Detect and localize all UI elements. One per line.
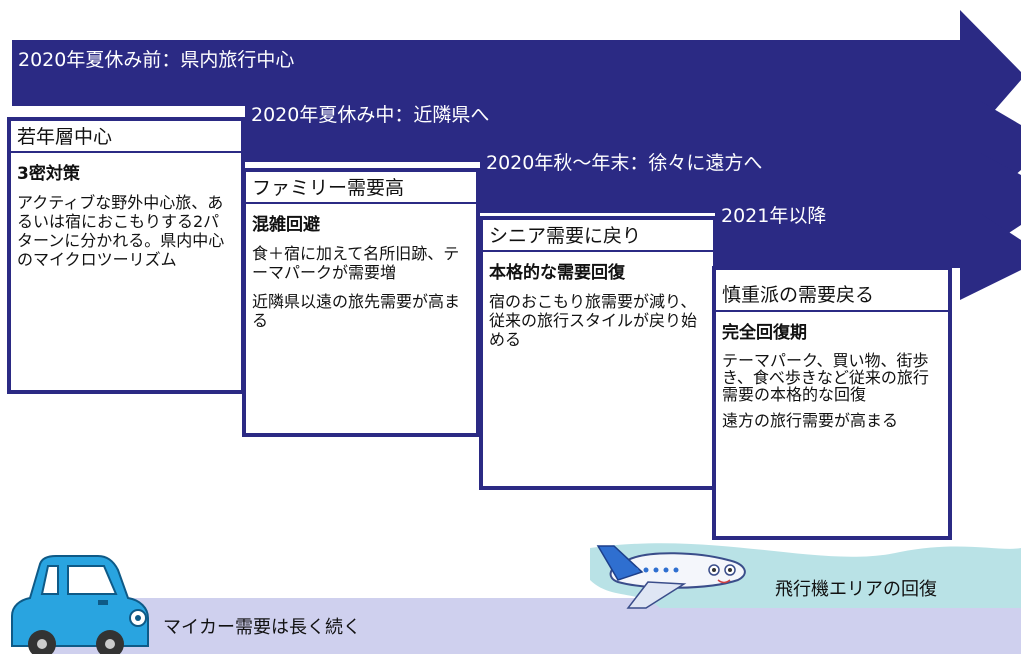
stage-text-2b: 近隣県以遠の旅先需要が高まる — [252, 291, 461, 330]
stage-banner-4: 2021年以降 — [715, 193, 965, 268]
car-demand-label: マイカー需要は長く続く — [163, 617, 361, 638]
stage-text-4b: 遠方の旅行需要が高まる — [722, 411, 899, 431]
stage-heading-1: 若年層中心 — [17, 126, 113, 148]
car-icon — [11, 555, 149, 654]
stage-text-1a: アクティブな野外中心旅、あるいは宿におこもりする2パターンに分かれる。県内中心の… — [17, 193, 225, 269]
airplane-icon — [596, 545, 746, 609]
arrow-head-4 — [960, 200, 1021, 300]
stage-card-1: 3密対策 アクティブな野外中心旅、あるいは宿におこもりする2パターンに分かれる。… — [7, 153, 245, 394]
stage-text-4a: テーマパーク、買い物、街歩き、食べ歩きなど従来の旅行需要の本格的な回復 — [722, 351, 929, 404]
stage-heading-box-3: シニア需要に戻り — [479, 216, 717, 254]
stage-subheading-4: 完全回復期 — [722, 323, 807, 343]
stage-card-2: 混雑回避 食＋宿に加えて名所旧跡、テーマパークが需要増 近隣県以遠の旅先需要が高… — [242, 204, 480, 437]
stage-text-3a: 宿のおこもり旅需要が減り、従来の旅行スタイルが戻り始める — [489, 292, 698, 349]
stage-heading-2: ファミリー需要高 — [252, 177, 405, 199]
stage-subheading-1: 3密対策 — [17, 164, 80, 184]
plane-recovery-label: 飛行機エリアの回復 — [775, 579, 937, 600]
stage-heading-4: 慎重派の需要戻る — [722, 284, 875, 306]
stage-card-4: 完全回復期 テーマパーク、買い物、街歩き、食べ歩きなど従来の旅行需要の本格的な回… — [712, 312, 952, 540]
stage-heading-box-4: 慎重派の需要戻る — [712, 266, 952, 314]
stage-subheading-3: 本格的な需要回復 — [489, 263, 625, 283]
stage-banner-4-text: 2021年以降 — [721, 205, 827, 227]
stage-heading-box-2: ファミリー需要高 — [242, 168, 480, 206]
stage-banner-1-text: 2020年夏休み前：県内旅行中心 — [18, 49, 295, 71]
stage-card-3: 本格的な需要回復 宿のおこもり旅需要が減り、従来の旅行スタイルが戻り始める — [479, 252, 717, 490]
stage-banner-3-text: 2020年秋～年末：徐々に遠方へ — [486, 152, 763, 174]
stage-subheading-2: 混雑回避 — [252, 215, 320, 235]
stage-banner-2-text: 2020年夏休み中：近隣県へ — [251, 104, 490, 126]
stage-heading-box-1: 若年層中心 — [7, 117, 245, 155]
stage-text-2a: 食＋宿に加えて名所旧跡、テーマパークが需要増 — [252, 244, 460, 282]
stage-heading-3: シニア需要に戻り — [489, 225, 642, 247]
